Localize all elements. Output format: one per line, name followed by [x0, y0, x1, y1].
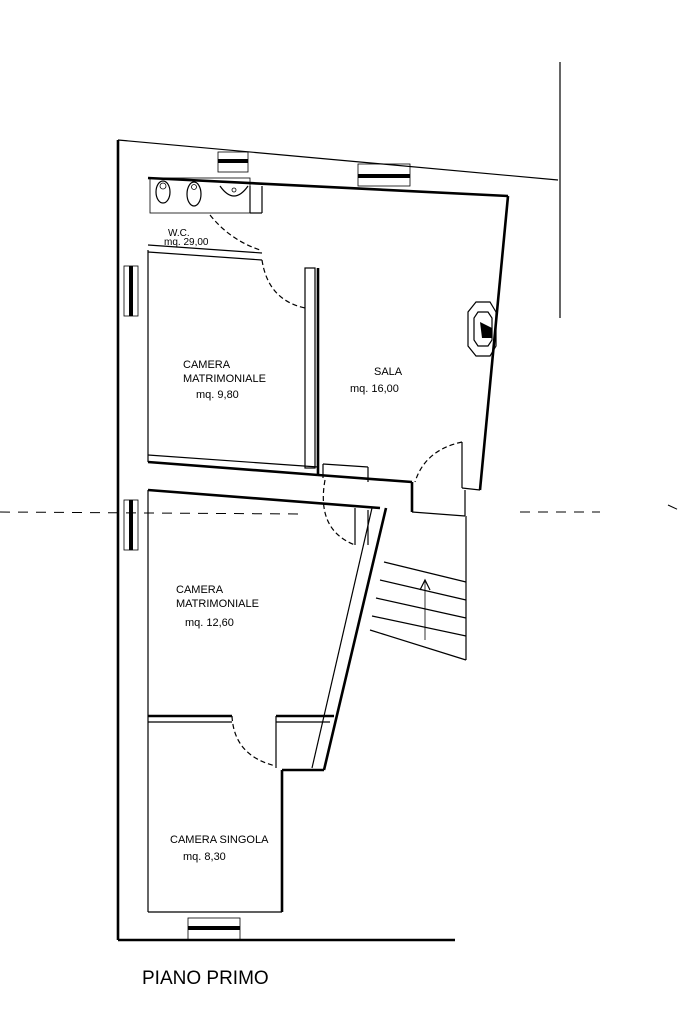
bedroom2-area: mq. 12,60: [185, 617, 234, 629]
bedroom1-area: mq. 9,80: [196, 389, 239, 401]
fireplace-icon: [467, 301, 497, 357]
bedroom1-name-line2: MATRIMONIALE: [183, 373, 266, 385]
sala-door-swing: [414, 441, 463, 483]
wc-fixtures: [149, 177, 251, 214]
top-wall: [147, 176, 509, 198]
single-bedroom-door-swing: [231, 715, 277, 767]
bedroom2-name-line1: CAMERA: [176, 584, 224, 596]
neighbour-building-outline: [117, 62, 561, 318]
single-bedroom-area: mq. 8,30: [183, 851, 226, 863]
toilet-icon: [155, 180, 171, 204]
staircase: [369, 516, 467, 661]
bedroom2-door-swing: [322, 479, 356, 546]
bedroom2-walls: [147, 488, 388, 771]
bedroom1-sala-partition: [147, 259, 320, 477]
single-bedroom-name: CAMERA SINGOLA: [170, 834, 269, 846]
windows: [123, 151, 411, 941]
bidet-icon: [186, 181, 202, 207]
window-top-left: [217, 151, 249, 173]
bedroom1-name-line1: CAMERA: [183, 359, 231, 371]
window-bottom: [187, 917, 241, 941]
window-top-center: [357, 163, 411, 187]
sala-area: mq. 16,00: [350, 383, 399, 395]
bedroom1-door-swing: [261, 259, 306, 309]
single-bedroom-walls: [147, 714, 334, 912]
floor-title: PIANO PRIMO: [142, 968, 269, 989]
window-left-lower: [123, 499, 139, 551]
section-cut-line: [0, 504, 683, 515]
sala-right-wall: [461, 195, 510, 491]
window-left-upper: [123, 265, 139, 317]
outer-left-wall: [116, 140, 149, 940]
wc-walls: [147, 186, 263, 261]
stair-direction-arrow-icon: [419, 578, 431, 591]
corridor-walls: [317, 441, 466, 546]
wc-name: W.C.: [168, 228, 190, 239]
bedroom2-name-line2: MATRIMONIALE: [176, 598, 259, 610]
wc-door-swing: [209, 214, 261, 251]
bottom-wall: [118, 911, 455, 942]
wc-area: mq. 29,00: [164, 237, 209, 248]
sala-name: SALA: [374, 366, 403, 378]
sink-icon: [219, 185, 249, 197]
